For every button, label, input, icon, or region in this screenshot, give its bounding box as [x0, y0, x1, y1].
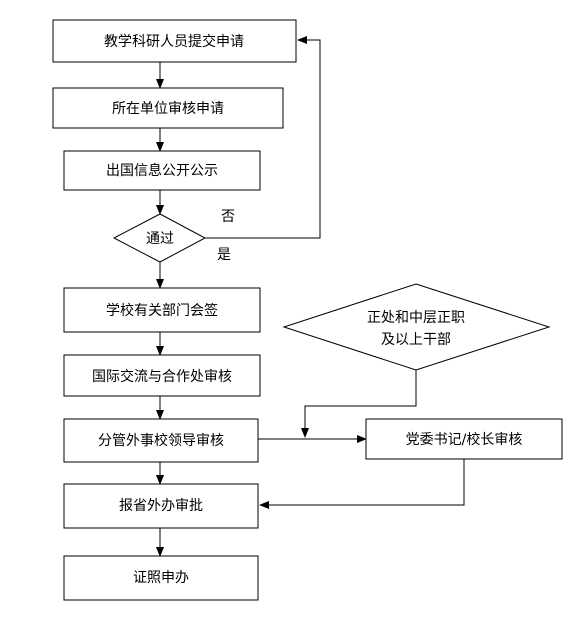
node-dept-sign-box [63, 287, 261, 333]
node-leader-review-label: 分管外事校领导审核 [98, 432, 224, 449]
node-leader-review-box [63, 418, 259, 463]
flowchart-labels: 教学科研人员提交申请 所在单位审核申请 出国信息公开公示 通过 学校有关部门会签… [92, 33, 522, 586]
node-passport-label: 证照申办 [133, 570, 189, 586]
node-province-approval-label: 报省外办审批 [119, 498, 203, 514]
arrow-party-review-to-province [259, 459, 465, 509]
node-publicity-label: 出国信息公开公示 [106, 162, 218, 179]
node-unit-review-label: 所在单位审核申请 [112, 101, 224, 117]
arrow-position-check-to-line [301, 370, 417, 438]
node-publicity-box [63, 150, 261, 191]
node-party-review-label: 党委书记/校长审核 [406, 431, 523, 448]
node-position-check-diamond [282, 283, 551, 371]
node-province-approval-box [63, 483, 259, 529]
node-position-check-label-line1: 正处和中层正职 [367, 310, 465, 326]
node-dept-sign-label: 学校有关部门会签 [106, 302, 218, 319]
node-pass-diamond [112, 213, 207, 263]
arrow-pass-no-loop-back [205, 36, 321, 239]
connector-lines [156, 36, 465, 557]
node-party-review-box [365, 418, 563, 460]
branch-yes-label: 是 [217, 247, 231, 263]
node-submit-label: 教学科研人员提交申请 [104, 33, 244, 50]
node-unit-review-box [52, 87, 284, 129]
node-position-check-label-line2: 及以上干部 [381, 332, 451, 348]
node-passport-box [63, 555, 259, 601]
node-intl-review-box [63, 354, 261, 397]
node-submit-box [52, 19, 297, 63]
branch-no-label: 否 [221, 209, 235, 225]
node-intl-review-label: 国际交流与合作处审核 [92, 368, 232, 385]
node-pass-label: 通过 [146, 231, 174, 247]
flowchart-shapes [52, 19, 563, 601]
